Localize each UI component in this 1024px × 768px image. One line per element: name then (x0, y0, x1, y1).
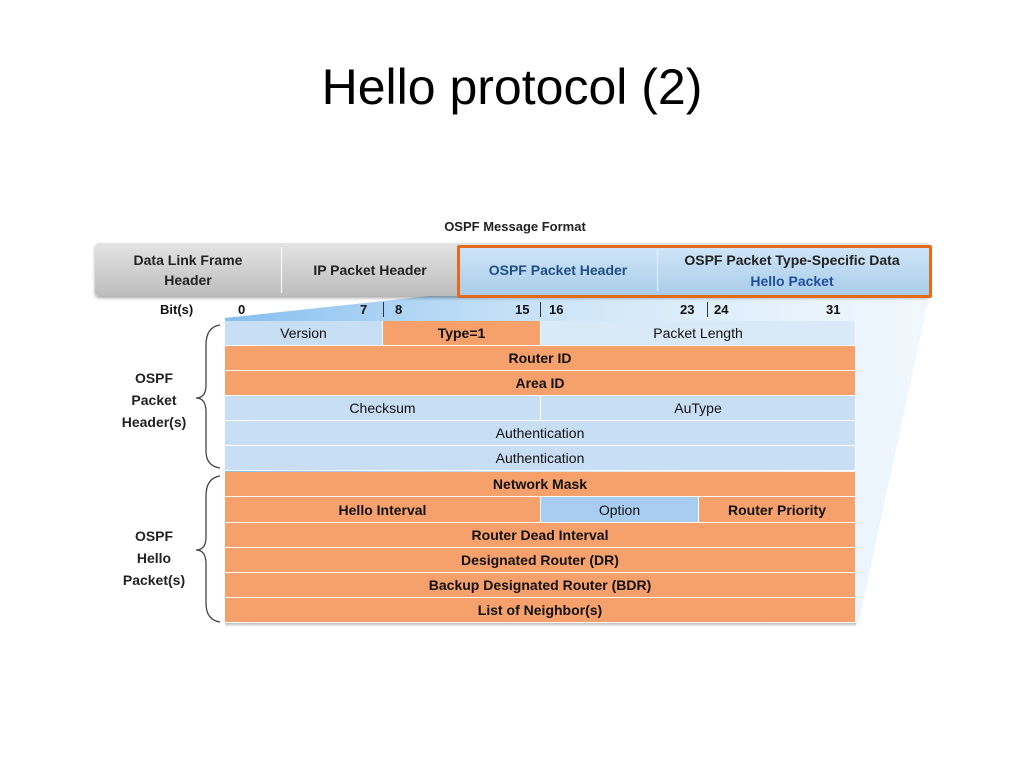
divider (281, 247, 282, 293)
hello-packet-label: Hello Packet (750, 273, 834, 289)
field-option: Option (541, 497, 699, 523)
bit-divider (707, 302, 708, 317)
field-packet-length: Packet Length (541, 321, 856, 346)
bits-label: Bit(s) (160, 302, 194, 317)
bit-8: 8 (395, 302, 403, 317)
header-brace (195, 324, 221, 469)
bit-7: 7 (360, 302, 368, 317)
field-backup-designated-router: Backup Designated Router (BDR) (225, 573, 856, 598)
field-router-dead-interval: Router Dead Interval (225, 523, 856, 548)
bit-24: 24 (714, 302, 729, 317)
table-shadow (225, 623, 856, 627)
bit-16: 16 (549, 302, 564, 317)
field-designated-router: Designated Router (DR) (225, 548, 856, 573)
divider (657, 249, 658, 291)
field-router-priority: Router Priority (699, 497, 856, 523)
field-authentication: Authentication (225, 446, 856, 471)
ospf-highlight-box (457, 245, 932, 298)
ospf-packet-header-label: OSPF Packet Header(s) (121, 370, 187, 430)
field-list-of-neighbors: List of Neighbor(s) (225, 598, 856, 623)
field-autype: AuType (541, 396, 856, 421)
field-checksum: Checksum (225, 396, 541, 421)
bit-15: 15 (515, 302, 530, 317)
bit-31: 31 (826, 302, 841, 317)
slide-title: Hello protocol (2) (321, 59, 703, 115)
bit-divider (383, 302, 384, 317)
bit-0: 0 (238, 302, 246, 317)
ospf-hello-packet-label: OSPF Hello Packet(s) (122, 528, 186, 588)
ip-packet-header: IP Packet Header (313, 262, 427, 278)
field-authentication: Authentication (225, 421, 856, 446)
bit-23: 23 (680, 302, 695, 317)
type-specific-data: OSPF Packet Type-Specific Data (684, 252, 900, 268)
field-router-id: Router ID (225, 346, 856, 371)
hello-brace (195, 475, 221, 623)
field-type: Type=1 (383, 321, 541, 346)
field-area-id: Area ID (225, 371, 856, 396)
figure-title: OSPF Message Format (444, 221, 586, 234)
field-hello-interval: Hello Interval (225, 497, 541, 523)
bit-divider (540, 302, 541, 317)
ospf-packet-header: OSPF Packet Header (488, 262, 628, 278)
field-version: Version (225, 321, 383, 346)
field-network-mask: Network Mask (225, 472, 856, 497)
data-link-frame-header: Data Link Frame Header (133, 252, 243, 288)
